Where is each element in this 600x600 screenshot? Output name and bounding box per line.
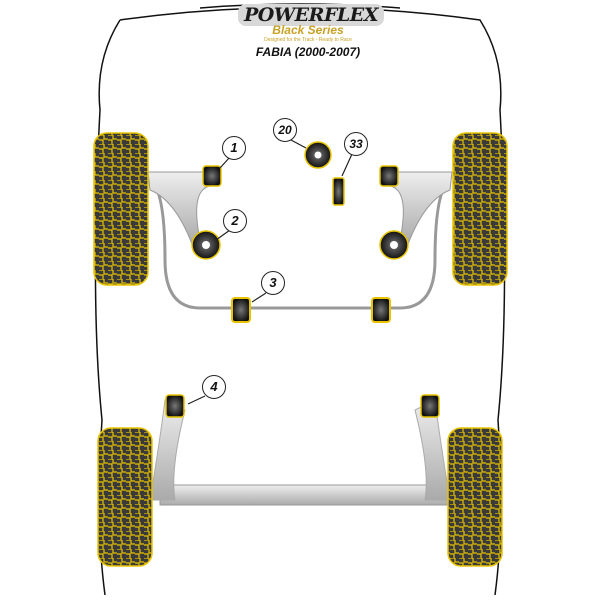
car-body-outline bbox=[94, 6, 506, 596]
bush-4-right bbox=[420, 394, 440, 418]
bush-1-right bbox=[379, 165, 399, 187]
rear-right-wheel bbox=[447, 427, 503, 567]
callout-1: 1 bbox=[222, 136, 246, 160]
rear-left-arm bbox=[149, 399, 186, 501]
logo-tagline: Designed for the Track - Ready to Race bbox=[264, 37, 352, 43]
anti-roll-bar bbox=[149, 178, 451, 310]
bush-33 bbox=[332, 177, 345, 206]
bush-2-right bbox=[379, 230, 409, 260]
rear-beam bbox=[159, 484, 449, 506]
callout-33: 33 bbox=[344, 132, 368, 156]
callout-3: 3 bbox=[261, 271, 285, 295]
callout-2: 2 bbox=[223, 209, 247, 233]
logo-brand: POWERFLEX bbox=[238, 4, 385, 26]
bush-20 bbox=[304, 141, 332, 169]
powerflex-logo: POWERFLEX Black Series Designed for the … bbox=[238, 4, 385, 59]
rear-right-arm bbox=[414, 399, 451, 501]
callout-20: 20 bbox=[273, 118, 297, 142]
front-right-wheel bbox=[452, 132, 508, 286]
logo-series: Black Series bbox=[272, 23, 344, 37]
model-title: FABIA (2000-2007) bbox=[255, 45, 361, 59]
bush-3-left bbox=[231, 297, 251, 323]
front-left-wheel bbox=[93, 132, 149, 286]
callout-4: 4 bbox=[202, 375, 226, 399]
bush-3-right bbox=[371, 297, 391, 323]
leader-lines bbox=[187, 139, 353, 405]
bush-1-left bbox=[202, 165, 222, 187]
bush-2-left bbox=[191, 230, 221, 260]
bush-4-left bbox=[165, 394, 185, 418]
rear-left-wheel bbox=[97, 427, 153, 567]
